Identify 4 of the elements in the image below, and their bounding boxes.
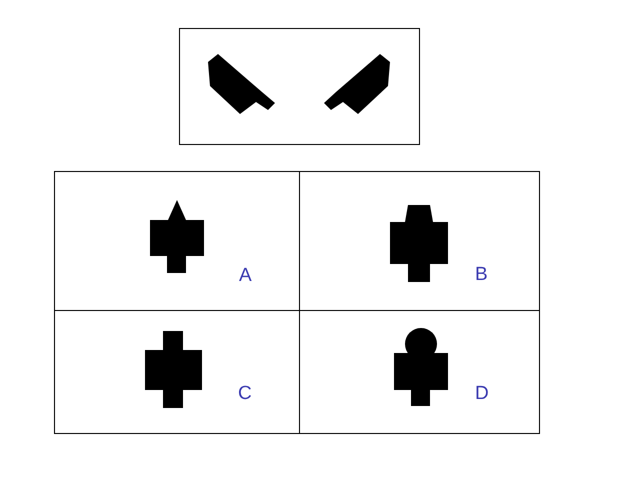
option-letter: A (239, 266, 252, 285)
option-letter: C (238, 384, 252, 403)
option-letter: D (475, 384, 489, 403)
option-letter: B (475, 265, 488, 284)
